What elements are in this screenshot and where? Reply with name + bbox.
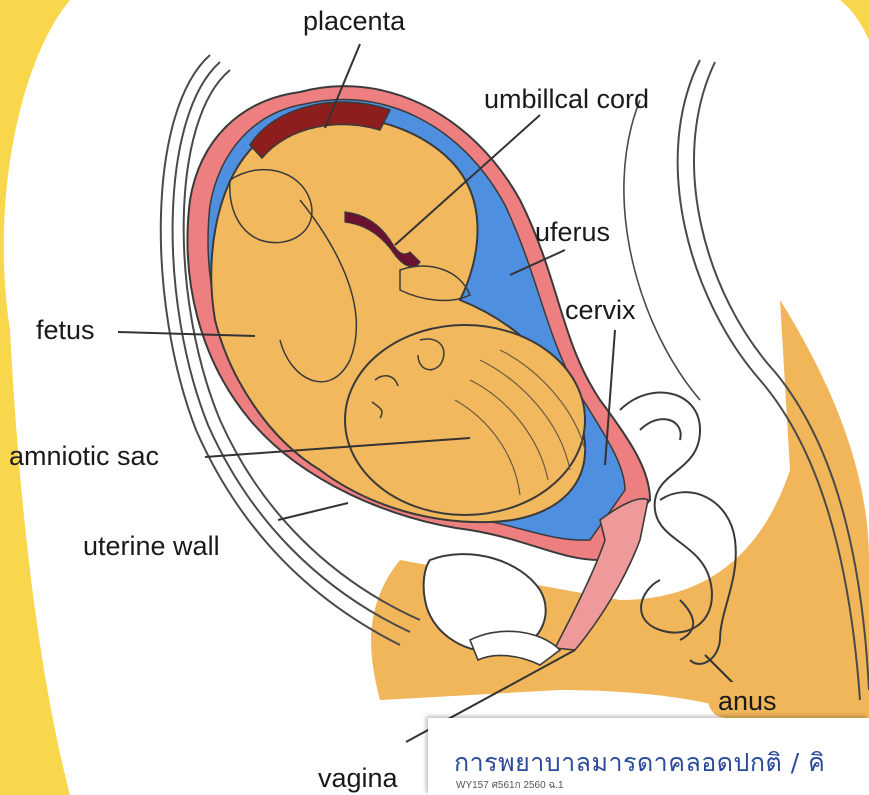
label-vagina: vagina [318,765,398,792]
label-fetus: fetus [36,317,95,344]
caption-call-number: WY157 ศ561ก 2560 ฉ.1 [456,778,564,793]
label-placenta: placenta [303,8,405,35]
caption-title: การพยาบาลมารดาคลอดปกติ / คิ [454,743,825,783]
label-cervix: cervix [565,297,636,324]
label-amniotic-sac: amniotic sac [9,443,159,470]
label-uterine-wall: uterine wall [83,533,220,560]
label-umbilical-cord: umbillcal cord [484,86,649,113]
label-anus: anus [718,688,777,715]
label-uterus: uferus [535,219,610,246]
